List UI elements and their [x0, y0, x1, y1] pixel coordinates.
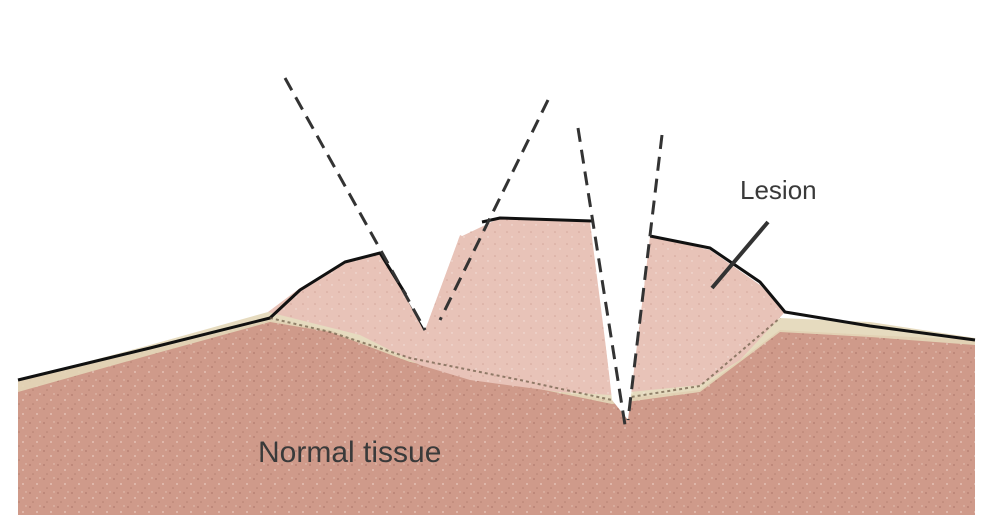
lesion-label: Lesion — [740, 175, 817, 205]
normal-tissue-label: Normal tissue — [258, 436, 441, 469]
